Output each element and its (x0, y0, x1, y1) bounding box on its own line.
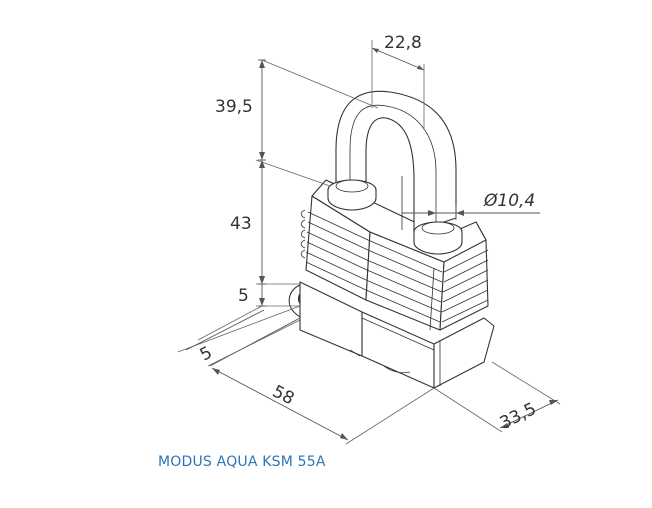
dimension-shackle-diameter: Ø10,4 (402, 191, 540, 220)
padlock-illustration (288, 90, 495, 389)
label-shackle-width: 22,8 (384, 33, 422, 53)
label-shackle-height: 39,5 (215, 97, 253, 117)
label-body-height: 43 (230, 214, 252, 234)
label-depth-offset: 5 (197, 343, 216, 366)
dimension-depth-offset: 5 (177, 305, 301, 367)
shackle (327, 90, 463, 255)
label-shackle-diameter: Ø10,4 (483, 191, 535, 211)
label-body-width: 58 (269, 382, 297, 410)
dimension-vertical-stack: 39,5 43 5 (215, 59, 379, 307)
product-caption: MODUS AQUA KSM 55A (158, 454, 326, 470)
dimension-shackle-width: 22,8 (371, 33, 425, 130)
label-base-height: 5 (238, 286, 249, 306)
label-body-depth: 33,5 (497, 399, 540, 434)
lock-base (299, 281, 495, 389)
